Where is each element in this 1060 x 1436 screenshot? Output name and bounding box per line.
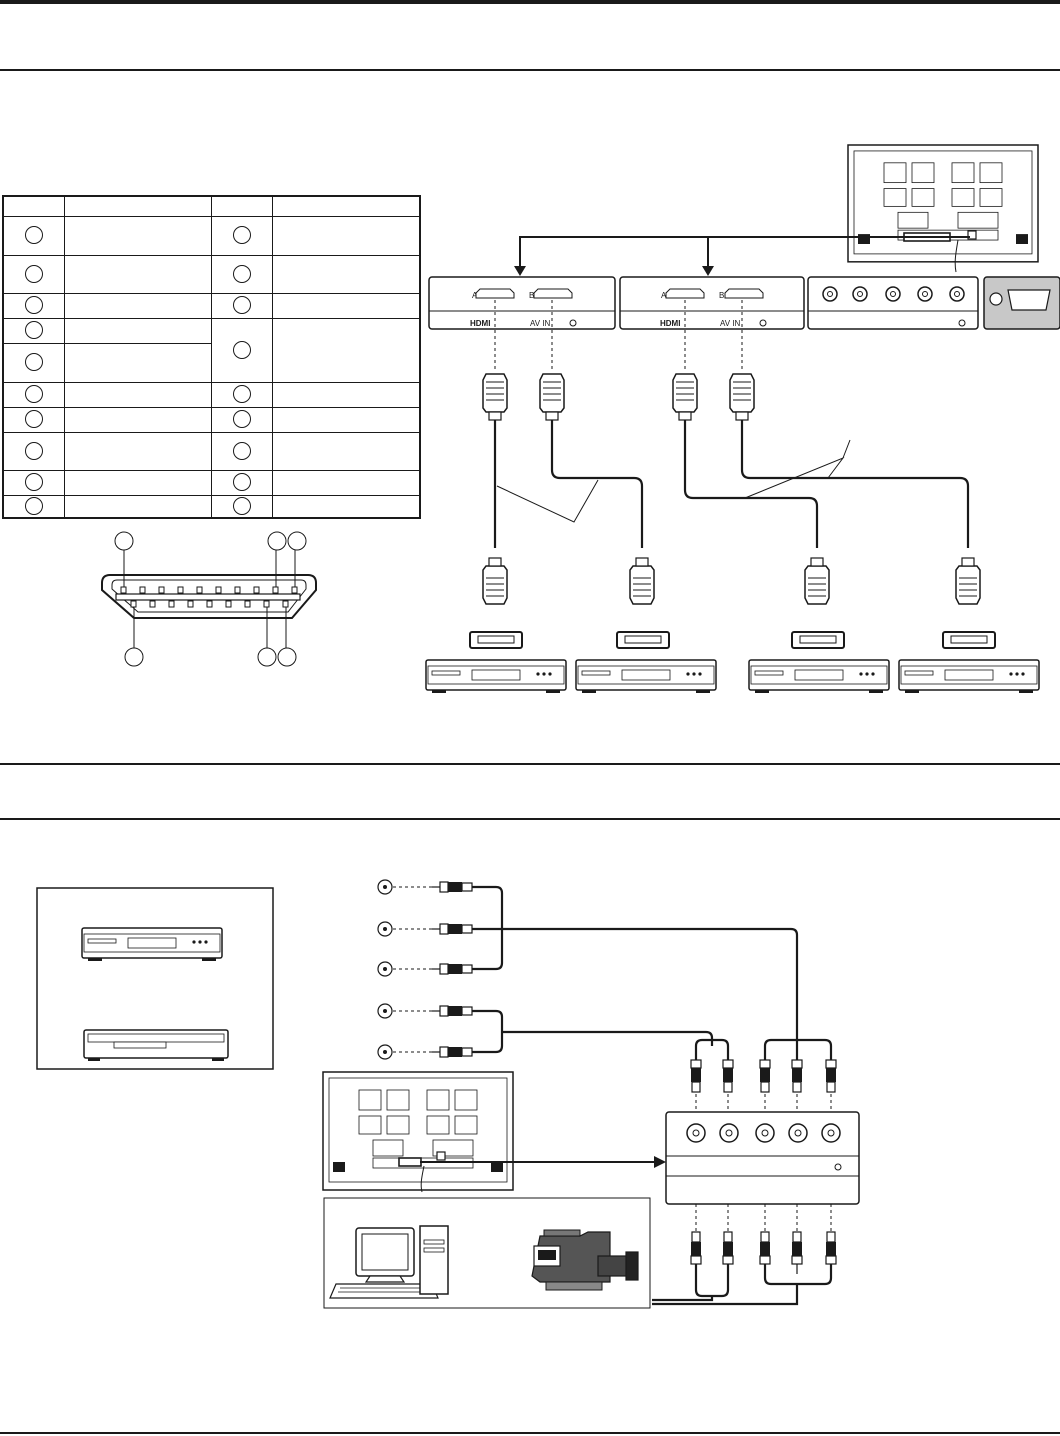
pin-number-badge [233,441,251,460]
output-jacks [377,879,432,1060]
hdmi-cables [493,420,970,548]
cable-callout [496,439,851,523]
display-rear-icon [322,1071,514,1191]
pin-number-badge [233,226,251,245]
hdmi-socket-icon [791,631,845,649]
terminal-board-rca [807,276,979,330]
hdmi-plug-icon [539,373,565,421]
rca-plug-icon [759,1231,771,1275]
rca-plug-icon [431,923,473,935]
pin-number-badge [233,497,251,516]
pin-number-badge [233,473,251,492]
terminal-board-pc [983,276,1060,330]
pin-number-badge [25,296,43,315]
dvd-player-icon [425,659,567,694]
connector-arrow-line [519,236,970,270]
av-in-label: AV IN [530,319,551,328]
pin-number-badge [233,264,251,283]
pin-number-badge [25,264,43,283]
rca-plug-icon [791,1049,803,1093]
dvd-player-icon [575,659,717,694]
section1-rule [0,69,1060,71]
bottom-rule [0,1432,1060,1434]
pin-number-badge [25,473,43,492]
dvd-player-icon [748,659,890,694]
rca-plug-icon [690,1049,702,1093]
rca-cables [472,885,833,1306]
pin-number-badge [233,296,251,315]
hdmi-socket-icon [469,631,523,649]
pin-number-badge [25,385,43,404]
pin-number-badge [25,497,43,516]
pin-number-badge [25,353,43,372]
rca-plug-icon [825,1231,837,1275]
rca-plug-icon [431,881,473,893]
rca-plug-icon [431,1046,473,1058]
dvd-player-icon [898,659,1040,694]
hdmi-plug-icon [482,373,508,421]
terminal-board-b: A B HDMI AV IN [619,276,805,330]
terminal-board-a: A B HDMI AV IN [428,276,616,330]
av-in-label: AV IN [720,319,741,328]
hdmi-plug-icon [482,557,508,605]
hdmi-connector-pinout [101,531,317,667]
top-rule [0,0,1060,4]
hdmi-plug-icon [672,373,698,421]
hdmi-plug-icon [729,373,755,421]
hdmi-socket-icon [942,631,996,649]
rca-plug-icon [690,1231,702,1275]
rca-plug-icon [722,1049,734,1093]
hdmi-pin-table [2,195,421,519]
rca-plug-icon [431,1005,473,1017]
hdmi-logo-text: HDMI [470,319,490,328]
section2-rule-a [0,763,1060,765]
vcr-icon [83,1029,229,1061]
camcorder-icon [531,1229,639,1291]
pin-number-badge [25,226,43,245]
hdmi-plug-icon [629,557,655,605]
connector-a-label: A [661,291,667,300]
pin-number-badge [25,321,43,340]
rca-plug-icon [825,1049,837,1093]
connector-b-label: B [719,291,724,300]
arrow-icon [654,1156,666,1168]
hdmi-logo-text: HDMI [660,319,680,328]
computer-icon [329,1225,449,1299]
source-devices-box [36,887,274,1070]
display-rear-icon [847,144,1039,263]
pin-number-badge [25,410,43,429]
hdmi-socket-icon [616,631,670,649]
pin-number-badge [233,410,251,429]
other-devices-box [323,1197,651,1309]
hdmi-plug-icon [955,557,981,605]
arrow-icon [514,266,526,276]
connector-a-label: A [472,291,478,300]
rca-plug-icon [791,1231,803,1275]
pin-number-badge [233,340,251,359]
section2-rule-b [0,818,1060,820]
component-input-board [665,1111,860,1205]
connector-b-label: B [529,291,534,300]
dvd-player-icon [81,927,223,962]
guide-lines [494,300,743,372]
pin-number-badge [233,385,251,404]
rca-plug-icon [759,1049,771,1093]
pin-number-badge [25,441,43,460]
hdmi-plug-icon [804,557,830,605]
arrow-icon [702,266,714,276]
rca-plug-icon [722,1231,734,1275]
rca-plug-icon [431,963,473,975]
